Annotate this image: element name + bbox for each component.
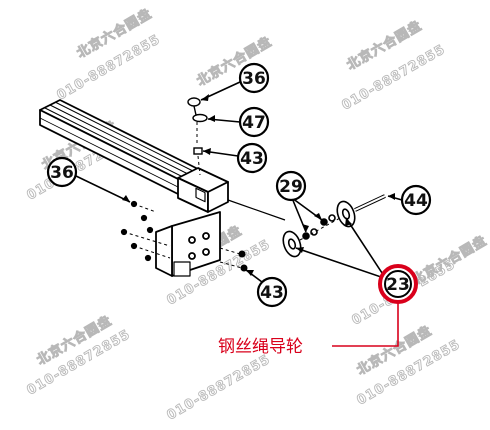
pulley-assembly bbox=[282, 194, 386, 258]
watermark-phone: 010-88872855 bbox=[165, 352, 274, 423]
mounting-bracket bbox=[155, 211, 221, 277]
callout-47: 47 bbox=[238, 106, 270, 138]
center-line bbox=[227, 199, 286, 221]
part-caption: 钢丝绳导轮 bbox=[218, 337, 303, 357]
callout-43-bottom: 43 bbox=[256, 276, 288, 308]
callout-label: 47 bbox=[242, 113, 266, 133]
callout-44: 44 bbox=[400, 184, 432, 216]
callout-label: 44 bbox=[404, 191, 428, 211]
red-annotation: 钢丝绳导轮 bbox=[218, 302, 399, 357]
callout-label: 43 bbox=[240, 149, 264, 169]
bracket-screws bbox=[120, 200, 171, 262]
watermark-phone: 010-88872855 bbox=[340, 42, 449, 113]
callout-label: 36 bbox=[50, 163, 74, 183]
callout-36-left: 36 bbox=[46, 156, 78, 188]
callout-label: 23 bbox=[386, 275, 410, 295]
callout-label: 36 bbox=[242, 69, 266, 89]
callout-23: 23 bbox=[378, 264, 418, 304]
callout-label: 43 bbox=[260, 283, 284, 303]
callout-36-top: 36 bbox=[238, 62, 270, 94]
arrow-heads bbox=[122, 94, 395, 276]
callout-label: 29 bbox=[279, 177, 303, 197]
top-screw-assembly bbox=[187, 97, 208, 176]
bracket-nuts bbox=[219, 247, 248, 272]
rail-end-block bbox=[177, 167, 229, 213]
watermark-name: 北京六合圆盘 bbox=[409, 233, 490, 289]
callout-43-top: 43 bbox=[236, 142, 268, 174]
callout-29: 29 bbox=[275, 170, 307, 202]
